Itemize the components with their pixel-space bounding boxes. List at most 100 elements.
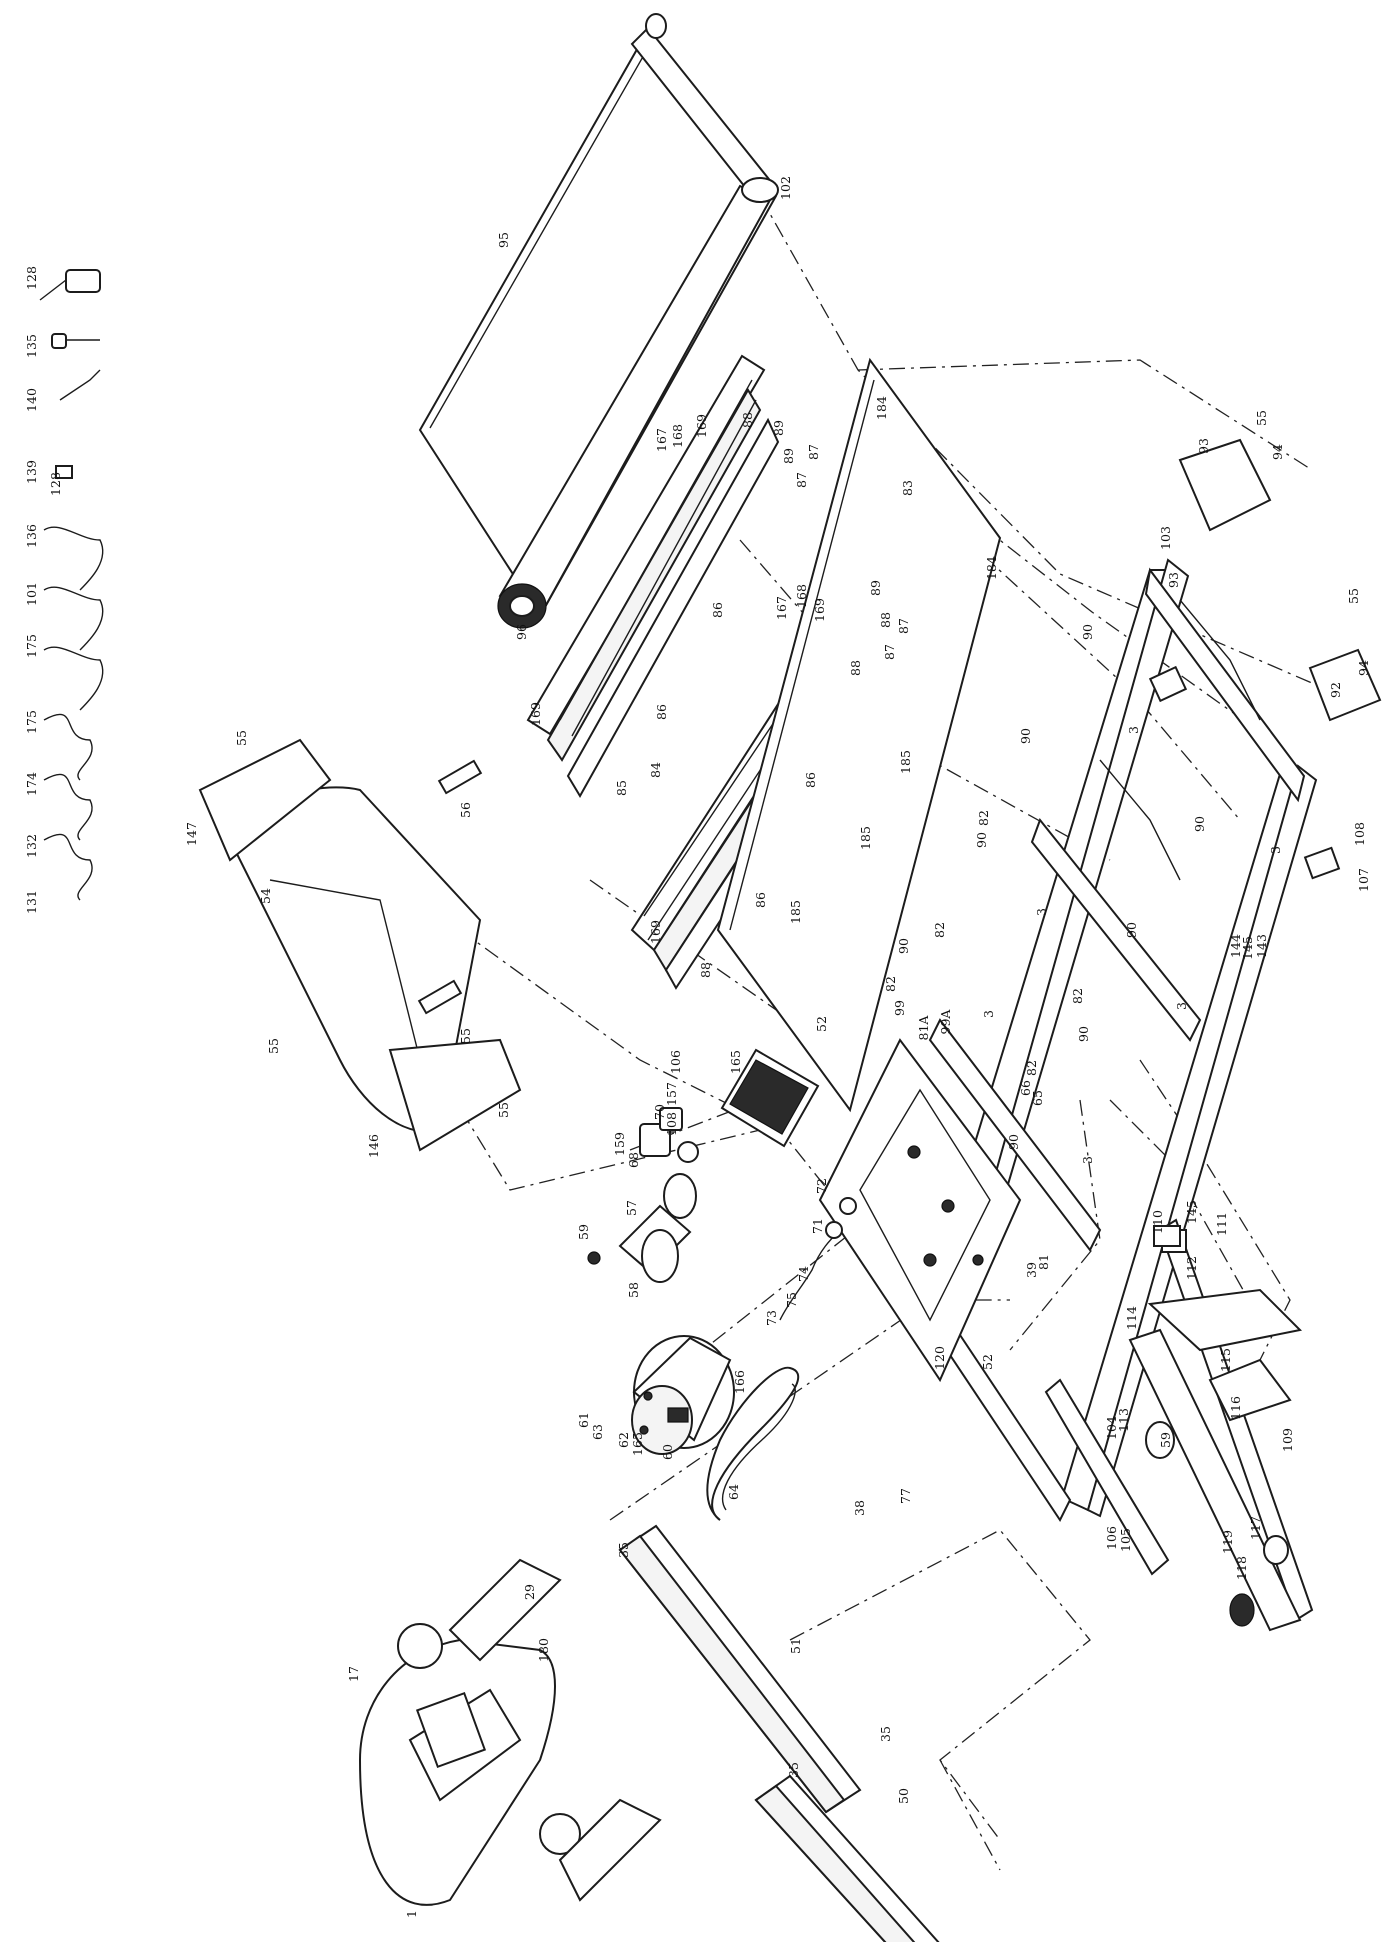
part-label-90: 90 <box>1006 1134 1021 1150</box>
part-label-62: 62 <box>616 1432 631 1448</box>
part-label-3: 3 <box>1126 726 1141 734</box>
part-label-51: 51 <box>788 1638 803 1654</box>
part-label-55: 55 <box>496 1102 511 1118</box>
part-label-86: 86 <box>654 704 669 720</box>
part-label-113: 113 <box>1116 1408 1131 1432</box>
part-label-59: 59 <box>576 1224 591 1240</box>
deck-board <box>716 357 1002 1113</box>
part-label-82: 82 <box>976 810 991 826</box>
part-label-185: 185 <box>858 826 873 850</box>
part-label-105: 105 <box>1118 1528 1133 1552</box>
part-label-81: 81 <box>1036 1254 1051 1270</box>
part-label-114: 114 <box>1124 1306 1139 1330</box>
part-label-94: 94 <box>1356 660 1371 676</box>
part-label-55: 55 <box>1254 410 1269 426</box>
part-label-108: 108 <box>664 1112 679 1136</box>
part-label-185: 185 <box>898 750 913 774</box>
part-label-94: 94 <box>1270 444 1285 460</box>
part-label-99A: 99A <box>938 1009 953 1035</box>
part-label-88: 88 <box>740 412 755 428</box>
part-label-145: 145 <box>1184 1200 1199 1224</box>
part-label-56: 56 <box>458 802 473 818</box>
part-label-59: 59 <box>1158 1432 1173 1448</box>
part-label-184: 184 <box>874 396 889 420</box>
part-label-86: 86 <box>803 772 818 788</box>
part-label-128: 128 <box>24 266 39 290</box>
part-label-35: 35 <box>786 1762 801 1778</box>
part-label-185: 185 <box>788 900 803 924</box>
part-label-3: 3 <box>1080 1156 1095 1164</box>
part-label-93: 93 <box>1196 438 1211 454</box>
part-label-118: 118 <box>1234 1556 1249 1580</box>
part-label-102: 102 <box>778 176 793 200</box>
motor-base-plate <box>818 1038 1022 1383</box>
part-label-88: 88 <box>848 660 863 676</box>
part-label-82: 82 <box>1024 1060 1039 1076</box>
part-label-168: 168 <box>670 424 685 448</box>
part-label-165: 165 <box>728 1050 743 1074</box>
part-label-167: 167 <box>774 596 789 620</box>
part-label-132: 132 <box>24 834 39 858</box>
part-label-77: 77 <box>898 1488 913 1504</box>
part-label-35: 35 <box>616 1542 631 1558</box>
part-label-90: 90 <box>1018 728 1033 744</box>
part-label-58: 58 <box>626 1282 641 1298</box>
part-label-74: 74 <box>796 1266 811 1282</box>
part-label-3: 3 <box>1268 846 1283 854</box>
part-label-50: 50 <box>896 1788 911 1804</box>
part-label-55: 55 <box>1346 588 1361 604</box>
part-label-1: 1 <box>404 1910 419 1918</box>
part-label-61: 61 <box>576 1412 591 1428</box>
part-label-55: 55 <box>458 1028 473 1044</box>
part-label-131: 131 <box>24 890 39 914</box>
part-label-90: 90 <box>896 938 911 954</box>
running-belt <box>418 13 779 629</box>
part-label-111: 111 <box>1214 1212 1229 1236</box>
part-label-109: 109 <box>1280 1428 1295 1452</box>
part-label-116: 116 <box>1228 1396 1243 1420</box>
rear-roller-assembly <box>1128 1218 1314 1632</box>
part-label-29: 29 <box>522 1584 537 1600</box>
part-label-103: 103 <box>1158 526 1173 550</box>
part-label-52: 52 <box>980 1354 995 1370</box>
part-label-89: 89 <box>781 448 796 464</box>
part-label-3: 3 <box>1034 908 1049 916</box>
part-label-64: 64 <box>726 1484 741 1500</box>
part-label-85: 85 <box>614 780 629 796</box>
part-label-55: 55 <box>266 1038 281 1054</box>
part-label-3: 3 <box>1174 1002 1189 1010</box>
part-label-147: 147 <box>184 822 199 846</box>
part-label-145: 145 <box>1240 936 1255 960</box>
part-label-128: 128 <box>48 472 63 496</box>
part-label-175: 175 <box>24 710 39 734</box>
part-label-106: 106 <box>668 1050 683 1074</box>
part-label-110: 110 <box>1150 1210 1165 1234</box>
part-label-39: 39 <box>1024 1262 1039 1278</box>
part-label-159: 159 <box>612 1132 627 1156</box>
part-label-112: 112 <box>1184 1256 1199 1280</box>
part-label-87: 87 <box>794 472 809 488</box>
part-label-90: 90 <box>1080 624 1095 640</box>
part-label-95: 95 <box>496 232 511 248</box>
part-label-174: 174 <box>24 772 39 796</box>
part-label-168: 168 <box>794 584 809 608</box>
part-label-104: 104 <box>1104 1416 1119 1440</box>
part-label-139: 139 <box>24 460 39 484</box>
part-label-71: 71 <box>810 1218 825 1234</box>
part-label-88: 88 <box>698 962 713 978</box>
part-label-82: 82 <box>932 922 947 938</box>
part-label-115: 115 <box>1218 1348 1233 1372</box>
part-label-35: 35 <box>878 1726 893 1742</box>
part-label-89: 89 <box>771 420 786 436</box>
part-label-108: 108 <box>1352 822 1367 846</box>
main-frame <box>918 558 1318 1522</box>
part-label-90: 90 <box>1124 922 1139 938</box>
part-label-140: 140 <box>24 388 39 412</box>
motor-hood <box>198 738 522 1152</box>
part-label-106: 106 <box>1104 1526 1119 1550</box>
part-label-54: 54 <box>258 888 273 904</box>
part-label-68: 68 <box>626 1152 641 1168</box>
part-label-143: 143 <box>1254 934 1269 958</box>
